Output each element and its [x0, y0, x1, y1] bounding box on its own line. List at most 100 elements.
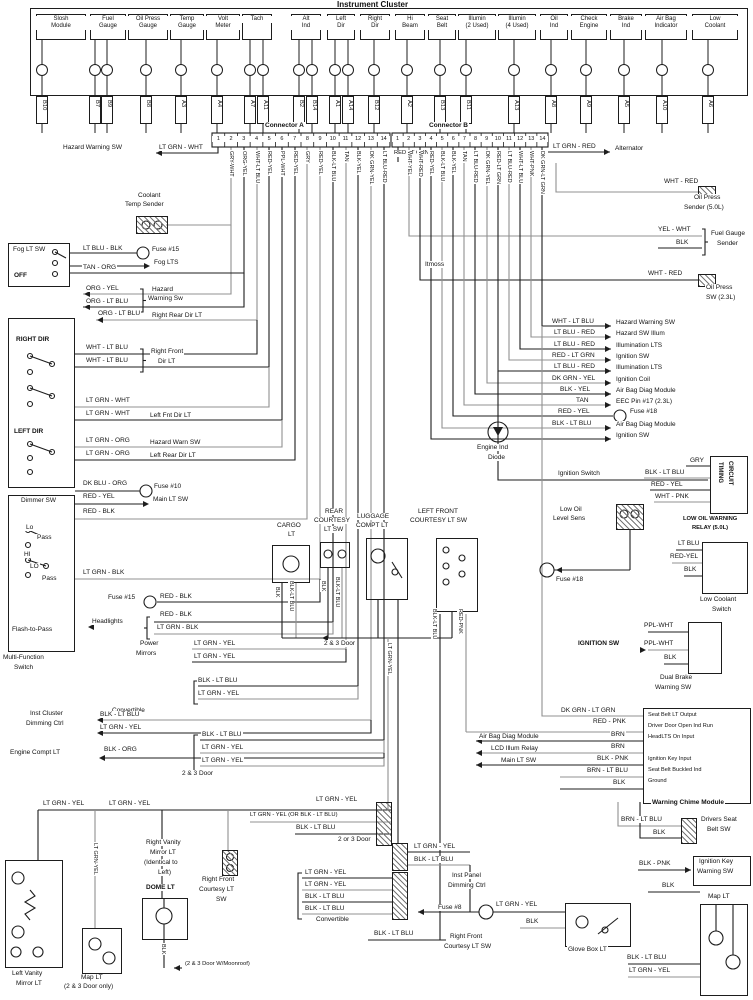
- component-box: [142, 898, 188, 940]
- wire-color-label: BLK-LT BLU: [438, 150, 445, 183]
- diagram-label: Ignition SW: [615, 353, 651, 361]
- brace-icon: [146, 616, 150, 640]
- pin-label: A11: [260, 99, 268, 111]
- wire: [497, 371, 708, 481]
- diagram-label: BLK: [525, 918, 540, 926]
- diagram-label: Right Front: [201, 876, 236, 884]
- wire: [166, 147, 232, 226]
- arrowhead-icon: [605, 334, 611, 340]
- connector-pin-number: 3: [237, 136, 251, 143]
- wire-color-label: WHT-RED: [416, 150, 423, 178]
- diagram-label: Multi-Function: [2, 654, 45, 662]
- arrowhead-icon: [97, 730, 103, 736]
- pin-label: A10: [659, 99, 667, 112]
- diagram-label: Right Vanity: [145, 839, 182, 847]
- diagram-label: Pass: [36, 534, 53, 542]
- connector-pin-number: 10: [326, 136, 340, 143]
- wire: [198, 686, 359, 700]
- connector-symbol: [616, 504, 644, 530]
- cluster-component-label: Illumin (2 Used): [458, 16, 496, 30]
- pin-label: B7: [92, 99, 100, 109]
- diagram-label: Main LT SW: [152, 496, 190, 504]
- diagram-label: BLK - LT BLU: [551, 420, 593, 428]
- diagram-label: DOME LT: [145, 884, 176, 892]
- pin-label-box: [545, 96, 557, 124]
- diagram-label: LT GRN - YEL: [304, 869, 348, 877]
- pin-label: B14: [309, 99, 317, 112]
- cluster-component-label: Hi Beam: [395, 16, 425, 30]
- pin-label: B10: [39, 99, 47, 112]
- diagram-label: Fuse #10: [153, 483, 183, 491]
- diagram-label: LT GRN - YEL: [628, 967, 672, 975]
- terminal-or-lamp-icon: [10, 946, 22, 958]
- diagram-label: LT GRN - YEL: [201, 757, 245, 765]
- terminal-or-lamp-icon: [51, 270, 59, 278]
- diagram-label: Map LT: [80, 974, 104, 982]
- connector-pin-number: 9: [481, 136, 493, 143]
- diagram-label: Dimmer SW: [20, 497, 58, 505]
- brace-icon: [140, 348, 144, 373]
- diagram-label: WHT - LT BLU: [85, 357, 129, 365]
- diagram-label: Connector B: [428, 122, 469, 130]
- wire: [530, 147, 611, 338]
- cluster-component-label: Air Bag Indicator: [645, 16, 687, 30]
- diagram-label: LEFT FRONT: [417, 508, 459, 516]
- diagram-label: Left Rear Dir LT: [149, 452, 197, 460]
- cluster-component-label: Tach: [242, 16, 272, 23]
- terminal-or-lamp-icon: [323, 549, 333, 559]
- wire-color-label: GRY: [303, 150, 310, 164]
- connector-pin-number: 14: [377, 136, 390, 143]
- terminal-or-lamp-icon: [26, 400, 34, 408]
- component-box: [82, 928, 122, 974]
- wire-color-label: DK GRN-LT GRN: [538, 150, 545, 195]
- diagram-label: BRN - LT BLU: [620, 816, 663, 824]
- diagram-label: LT GRN - YEL: [315, 796, 359, 804]
- wire-color-label: GRY-WHT: [227, 150, 234, 178]
- diagram-label: LT GRN - YEL: [193, 653, 237, 661]
- diagram-label: Warning Sw: [147, 295, 184, 303]
- connector-pin-number: 4: [250, 136, 263, 143]
- component-box: [272, 545, 310, 583]
- diagram-label: BLK - LT BLU: [644, 469, 686, 477]
- connector-pin-number: 8: [301, 136, 314, 143]
- diagram-label: RIGHT DIR: [15, 336, 51, 344]
- component-box: [320, 542, 350, 568]
- wire-color-label: TAN: [342, 150, 349, 163]
- diagram-label: Mirror LT: [15, 980, 43, 988]
- wire-color-label: TAN: [460, 150, 467, 163]
- diagram-label: Flash-to-Pass: [11, 626, 54, 634]
- arrowhead-icon: [174, 965, 180, 971]
- diagram-label: Dimming Ctrl: [447, 882, 487, 890]
- wire: [430, 147, 611, 440]
- diagram-label: Temp Sender: [124, 201, 165, 209]
- arrowhead-icon: [322, 635, 328, 641]
- diagram-label: PPL-WHT: [643, 640, 675, 648]
- diagram-label: Engine Ind: [476, 444, 510, 452]
- diagram-label: Oil Press: [705, 284, 734, 292]
- terminal-or-lamp-icon: [26, 384, 34, 392]
- terminal-or-lamp-icon: [24, 541, 32, 549]
- cluster-component-label: Illumin (4 Used): [498, 16, 536, 30]
- diagram-label: Right Front: [449, 933, 484, 941]
- diagram-label: Glove Box LT: [567, 946, 608, 954]
- connector-pin-number: 12: [351, 136, 365, 143]
- diagram-label: Convertible: [315, 916, 350, 924]
- diagram-label: Fog LTS: [153, 259, 180, 267]
- arrowhead-icon: [605, 357, 611, 363]
- connector-pin-number: 3: [414, 136, 426, 143]
- connector-pin-number: 10: [492, 136, 504, 143]
- wire-color-label: RED-PNK: [456, 608, 463, 635]
- diagram-label: LO: [29, 563, 40, 571]
- pin-label: A9: [583, 99, 591, 109]
- diagram-label: WHT - LT BLU: [85, 344, 129, 352]
- diagram-label: HI: [23, 551, 32, 559]
- diagram-label: Ground: [647, 778, 668, 785]
- diagram-label: Inst Panel: [451, 872, 482, 880]
- cluster-component-label: Low Coolant: [692, 16, 738, 30]
- diagram-label: Warning Chime Module: [651, 799, 725, 807]
- wire-color-label: BLK-LT BLU: [333, 576, 340, 609]
- wire-color-label: BLK-LT BLU: [287, 580, 294, 613]
- pin-label-box: [702, 96, 714, 124]
- wire: [200, 147, 385, 741]
- wire: [419, 147, 698, 281]
